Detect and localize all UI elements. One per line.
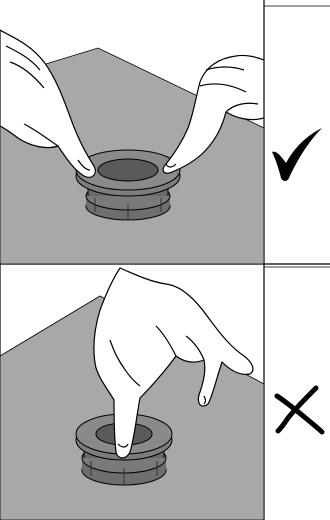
panel-incorrect xyxy=(0,268,264,520)
check-mark-icon xyxy=(272,128,322,181)
panel-correct xyxy=(0,30,264,264)
cross-mark-icon xyxy=(277,388,322,432)
grommet xyxy=(76,150,180,220)
